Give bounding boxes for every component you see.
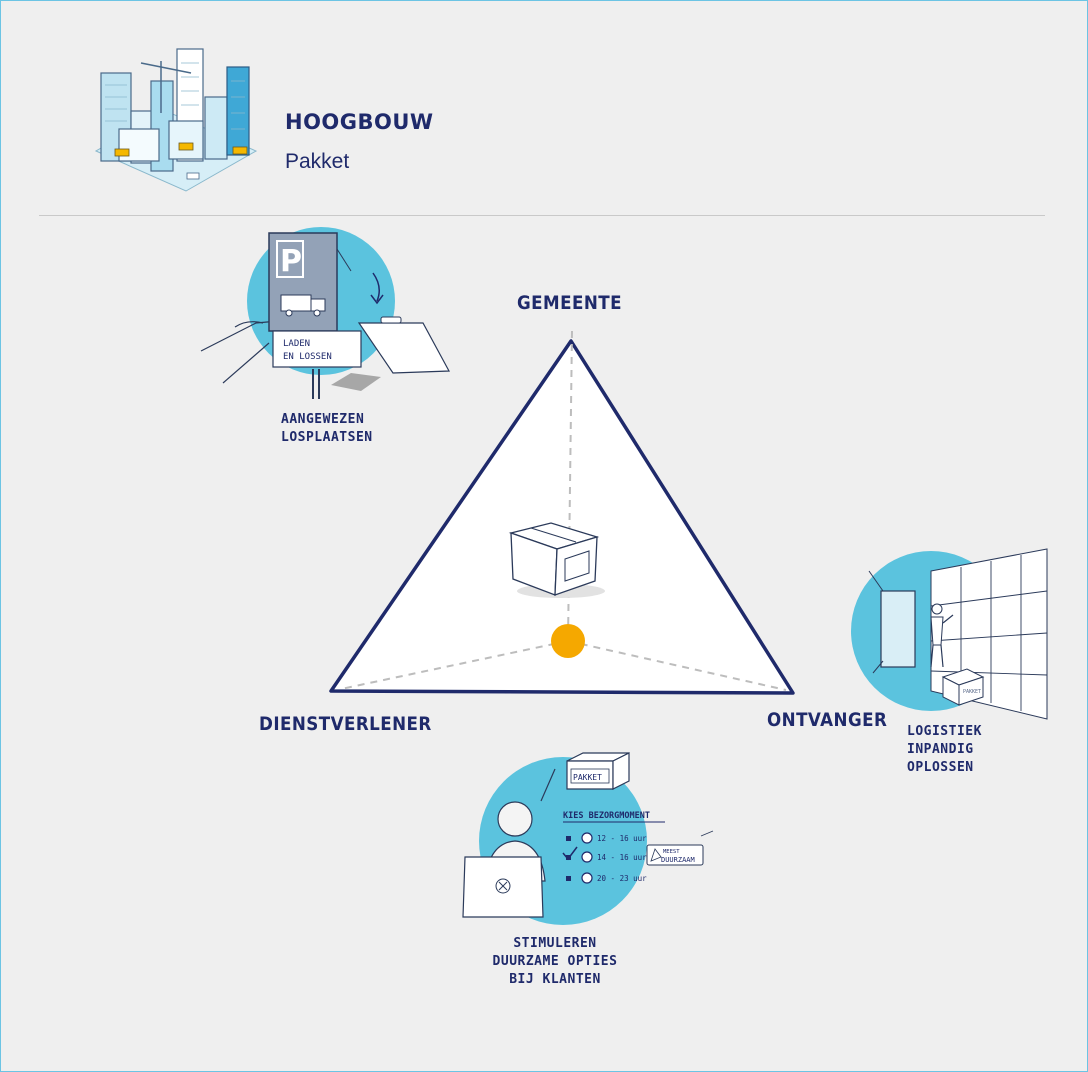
customer-box-label: PAKKET	[573, 773, 602, 782]
parking-plate-line-2: EN LOSSEN	[283, 352, 332, 362]
parking-sign-letter: P	[280, 244, 302, 279]
time-slot-2: 14 - 16 uur	[597, 853, 647, 862]
delivery-choice-heading: KIES BEZORGMOMENT	[563, 811, 650, 821]
caption-stimuleren: STIMULEREN DUURZAME OPTIES BIJ KLANTEN	[492, 936, 618, 987]
sustainable-tag-line-1: MEEST	[663, 849, 680, 855]
locker-box-label: PAKKET	[963, 689, 981, 695]
label-ontvanger: ONTVANGER	[767, 709, 888, 731]
city-illustration	[94, 48, 258, 192]
parking-plate-line-1: LADEN	[283, 339, 310, 349]
stakeholder-triangle	[329, 330, 795, 695]
parking-illustration: P LADEN EN LOSSEN	[200, 227, 450, 399]
time-slot-1: 12 - 16 uur	[597, 834, 647, 843]
caption-logistiek: LOGISTIEK INPANDIG OPLOSSEN	[907, 724, 982, 775]
sustainable-tag-line-2: DUURZAAM	[661, 856, 695, 864]
page-subtitle: Pakket	[285, 150, 350, 173]
time-slot-3: 20 - 23 uur	[597, 874, 647, 883]
parcel-locker-illustration: PAKKET	[851, 548, 1048, 720]
balance-point-marker	[551, 624, 585, 658]
label-dienstverlener: DIENSTVERLENER	[259, 713, 432, 735]
customer-illustration: PAKKET KIES BEZORGMOMENT 12 - 16 uur 14 …	[462, 752, 714, 925]
caption-losplaatsen: AANGEWEZEN LOSPLAATSEN	[281, 412, 373, 445]
label-gemeente: GEMEENTE	[517, 292, 622, 314]
package-box-icon	[508, 522, 605, 598]
triangle-outline	[329, 339, 795, 695]
header: HOOGBOUW Pakket	[285, 109, 434, 175]
page-title: HOOGBOUW	[285, 110, 434, 134]
header-divider	[39, 215, 1045, 216]
